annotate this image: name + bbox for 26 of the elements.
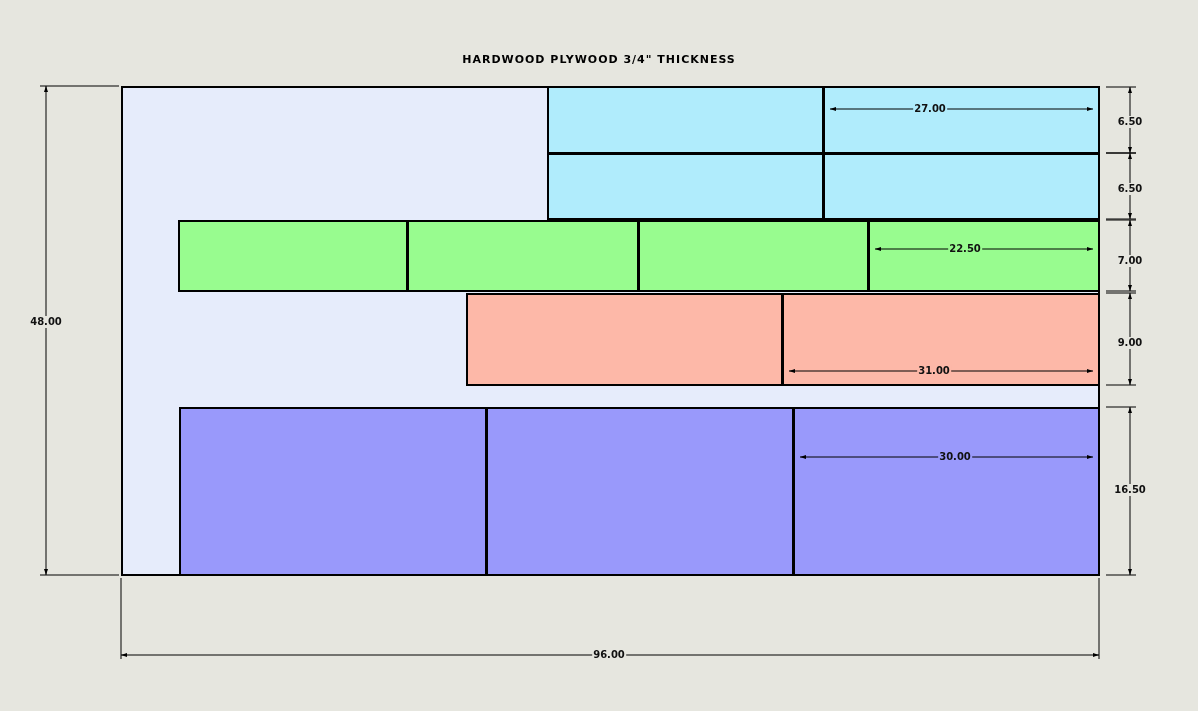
dimension-label: 9.00 <box>1116 337 1144 349</box>
cut-panel <box>793 407 1100 576</box>
cut-panel <box>407 220 639 292</box>
dimension-label: 6.50 <box>1116 183 1144 195</box>
cut-panel <box>638 220 869 292</box>
dimension-label: 16.50 <box>1113 484 1147 496</box>
dimension-label: 7.00 <box>1116 255 1144 267</box>
cut-panel <box>868 220 1100 292</box>
plywood-sheet <box>121 86 1100 576</box>
dimension-label: 30.00 <box>938 451 972 463</box>
cut-panel <box>547 86 824 154</box>
dimension-label: 27.00 <box>913 103 947 115</box>
cut-panel <box>178 220 408 292</box>
cut-panel <box>547 153 824 220</box>
drawing-title: HARDWOOD PLYWOOD 3/4" THICKNESS <box>462 53 736 66</box>
cut-panel <box>782 293 1100 386</box>
dimension-label: 96.00 <box>592 649 626 661</box>
cut-panel <box>466 293 783 386</box>
dimension-label: 48.00 <box>29 316 63 328</box>
cut-panel <box>823 153 1100 220</box>
dimension-label: 31.00 <box>917 365 951 377</box>
cut-panel <box>179 407 487 576</box>
cut-panel <box>486 407 794 576</box>
dimension-label: 6.50 <box>1116 116 1144 128</box>
cut-panel <box>823 86 1100 154</box>
dimension-label: 22.50 <box>948 243 982 255</box>
